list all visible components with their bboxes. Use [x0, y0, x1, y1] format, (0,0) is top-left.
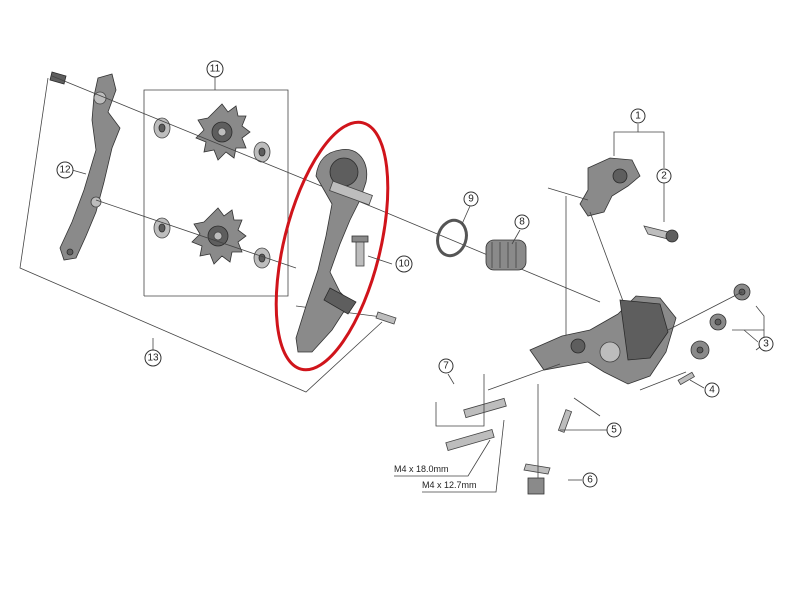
svg-text:4: 4 — [709, 385, 715, 396]
callout-10: 10 — [395, 255, 413, 273]
callout-9: 9 — [463, 191, 479, 207]
svg-text:6: 6 — [587, 475, 593, 486]
callout-4: 4 — [704, 382, 720, 398]
tension-spring — [485, 239, 527, 271]
stop-bolt — [375, 311, 397, 325]
callout-1: 1 — [630, 108, 646, 124]
svg-text:10: 10 — [398, 259, 410, 270]
svg-text:7: 7 — [443, 361, 449, 372]
bolt-short-label: M4 x 12.7mm — [422, 480, 477, 490]
svg-text:3: 3 — [763, 339, 769, 350]
guide-pulley — [153, 103, 271, 163]
cable-fixing-bolt — [557, 397, 601, 433]
svg-text:9: 9 — [468, 194, 474, 205]
highlight-ring — [274, 120, 390, 372]
snap-ring — [436, 218, 468, 258]
adjusting-axis-lines — [639, 291, 743, 391]
svg-text:8: 8 — [519, 217, 525, 228]
adjusting-bolts — [690, 283, 765, 360]
bracket-unit — [579, 157, 679, 243]
callout-8: 8 — [514, 214, 530, 230]
svg-text:5: 5 — [611, 425, 617, 436]
callout-12: 12 — [56, 161, 74, 179]
callout-7: 7 — [438, 358, 454, 374]
inner-plate — [295, 149, 373, 353]
mounting-bolts — [435, 363, 561, 451]
bolt-long-label: M4 x 18.0mm — [394, 464, 449, 474]
callout-3: 3 — [758, 336, 774, 352]
svg-text:1: 1 — [635, 111, 641, 122]
callout-11: 11 — [206, 60, 224, 78]
svg-text:11: 11 — [210, 64, 221, 75]
pulley-group-box — [143, 89, 289, 297]
callout-13: 13 — [144, 349, 162, 367]
svg-text:2: 2 — [661, 171, 667, 182]
end-screw — [677, 371, 695, 386]
dimension-leaders — [394, 419, 505, 493]
callout-leaders — [71, 76, 759, 481]
plate-screw — [351, 235, 369, 267]
callout-2: 2 — [656, 168, 672, 184]
derailleur-body — [529, 295, 677, 385]
callout-5: 5 — [606, 422, 622, 438]
tension-pulley — [153, 207, 271, 269]
outer-plate — [49, 71, 121, 261]
assembly-13-lines — [19, 77, 383, 393]
b-tension-bolt — [523, 384, 551, 495]
callout-6: 6 — [582, 472, 598, 488]
svg-text:13: 13 — [147, 353, 159, 364]
svg-text:12: 12 — [59, 165, 71, 176]
